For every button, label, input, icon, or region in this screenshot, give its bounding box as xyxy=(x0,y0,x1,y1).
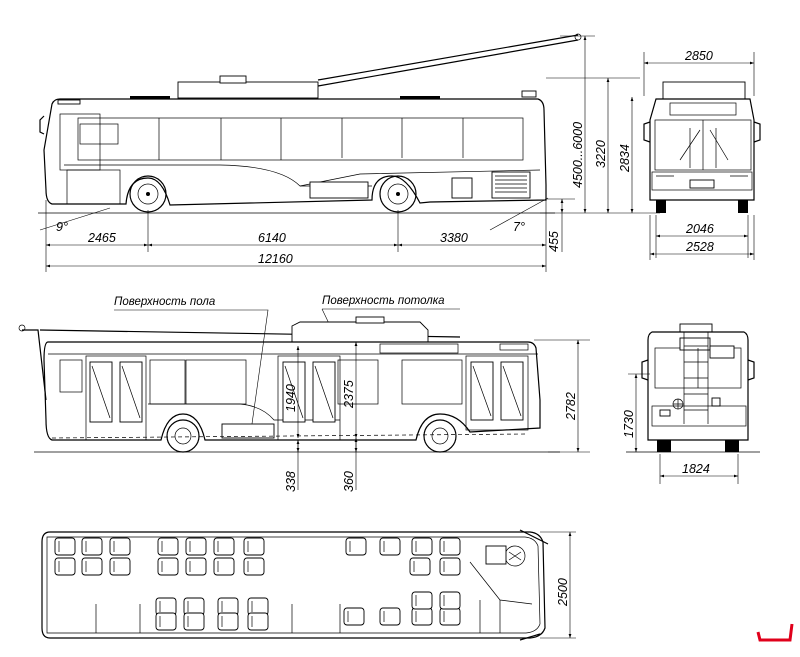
seat xyxy=(439,557,461,576)
departure-angle: 7° xyxy=(513,220,525,234)
rear-height-dim: 1730 xyxy=(622,410,636,438)
ceiling-surface-label: Поверхность потолка xyxy=(322,295,445,307)
seat xyxy=(157,537,179,556)
seat xyxy=(411,537,433,556)
mirror-width-dim: 2528 xyxy=(685,240,714,254)
overall-length-dim: 12160 xyxy=(258,252,293,266)
seat xyxy=(183,597,205,616)
seat xyxy=(157,557,179,576)
seat xyxy=(247,612,269,631)
corner-mark xyxy=(756,623,794,642)
seat xyxy=(439,591,461,610)
floor-height-dim: 338 xyxy=(284,471,298,492)
seat xyxy=(183,612,205,631)
plan-view: 2500 xyxy=(41,529,576,641)
front-overhang-dim: 2465 xyxy=(87,231,116,245)
interior-front-wheel xyxy=(166,419,200,453)
interior-door-3 xyxy=(465,355,529,431)
seat xyxy=(54,557,76,576)
floor-surface-label: Поверхность пола xyxy=(114,296,215,308)
interior-height-dim: 2375 xyxy=(342,380,356,409)
seat xyxy=(81,557,103,576)
body-height-dim: 2834 xyxy=(618,144,632,173)
overall-height-dim: 2782 xyxy=(564,392,578,421)
seat xyxy=(217,597,239,616)
seat xyxy=(411,591,433,610)
overall-width-dim: 2850 xyxy=(684,49,713,63)
pole-height-dim: 4500...6000 xyxy=(571,122,585,188)
seat xyxy=(379,537,401,556)
seat xyxy=(185,537,207,556)
seat xyxy=(409,557,431,576)
interior-rear-wheel xyxy=(423,419,457,453)
seat xyxy=(217,612,239,631)
seat xyxy=(109,557,131,576)
seat xyxy=(213,557,235,576)
seat xyxy=(54,537,76,556)
seat xyxy=(243,537,265,556)
seat xyxy=(213,537,235,556)
seat xyxy=(411,607,433,626)
side-view: 9° 7° 2465 6140 3380 12160 455 4500...60… xyxy=(38,33,660,272)
seat xyxy=(247,597,269,616)
rear-overhang-dim: 3380 xyxy=(440,231,468,245)
door-height-dim: 1940 xyxy=(284,384,298,412)
interior-door-2 xyxy=(277,355,341,441)
roof-height-dim: 3220 xyxy=(594,140,608,168)
side-front-wheel xyxy=(129,175,167,213)
front-track-dim: 2046 xyxy=(685,222,714,236)
seat xyxy=(81,537,103,556)
rear-track-dim: 1824 xyxy=(682,462,710,476)
approach-angle: 9° xyxy=(56,220,68,234)
plan-seats xyxy=(54,537,461,631)
front-view: 2850 2046 2528 xyxy=(643,49,761,260)
interior-door-1 xyxy=(85,355,147,441)
seat xyxy=(243,557,265,576)
seat xyxy=(345,537,367,556)
seat xyxy=(379,607,401,626)
plan-width-dim: 2500 xyxy=(556,578,570,607)
seat xyxy=(439,537,461,556)
seat xyxy=(155,612,177,631)
interior-view: Поверхность пола Поверхность потолка xyxy=(18,295,590,492)
seat xyxy=(343,607,365,626)
side-rear-wheel xyxy=(379,175,417,213)
floor-height-rear-dim: 360 xyxy=(342,471,356,492)
seat xyxy=(155,597,177,616)
ground-clearance-dim: 455 xyxy=(547,231,561,252)
seat xyxy=(109,537,131,556)
seat xyxy=(185,557,207,576)
seat xyxy=(439,607,461,626)
wheelbase-dim: 6140 xyxy=(258,231,286,245)
rear-view: 1730 1824 xyxy=(622,323,760,484)
